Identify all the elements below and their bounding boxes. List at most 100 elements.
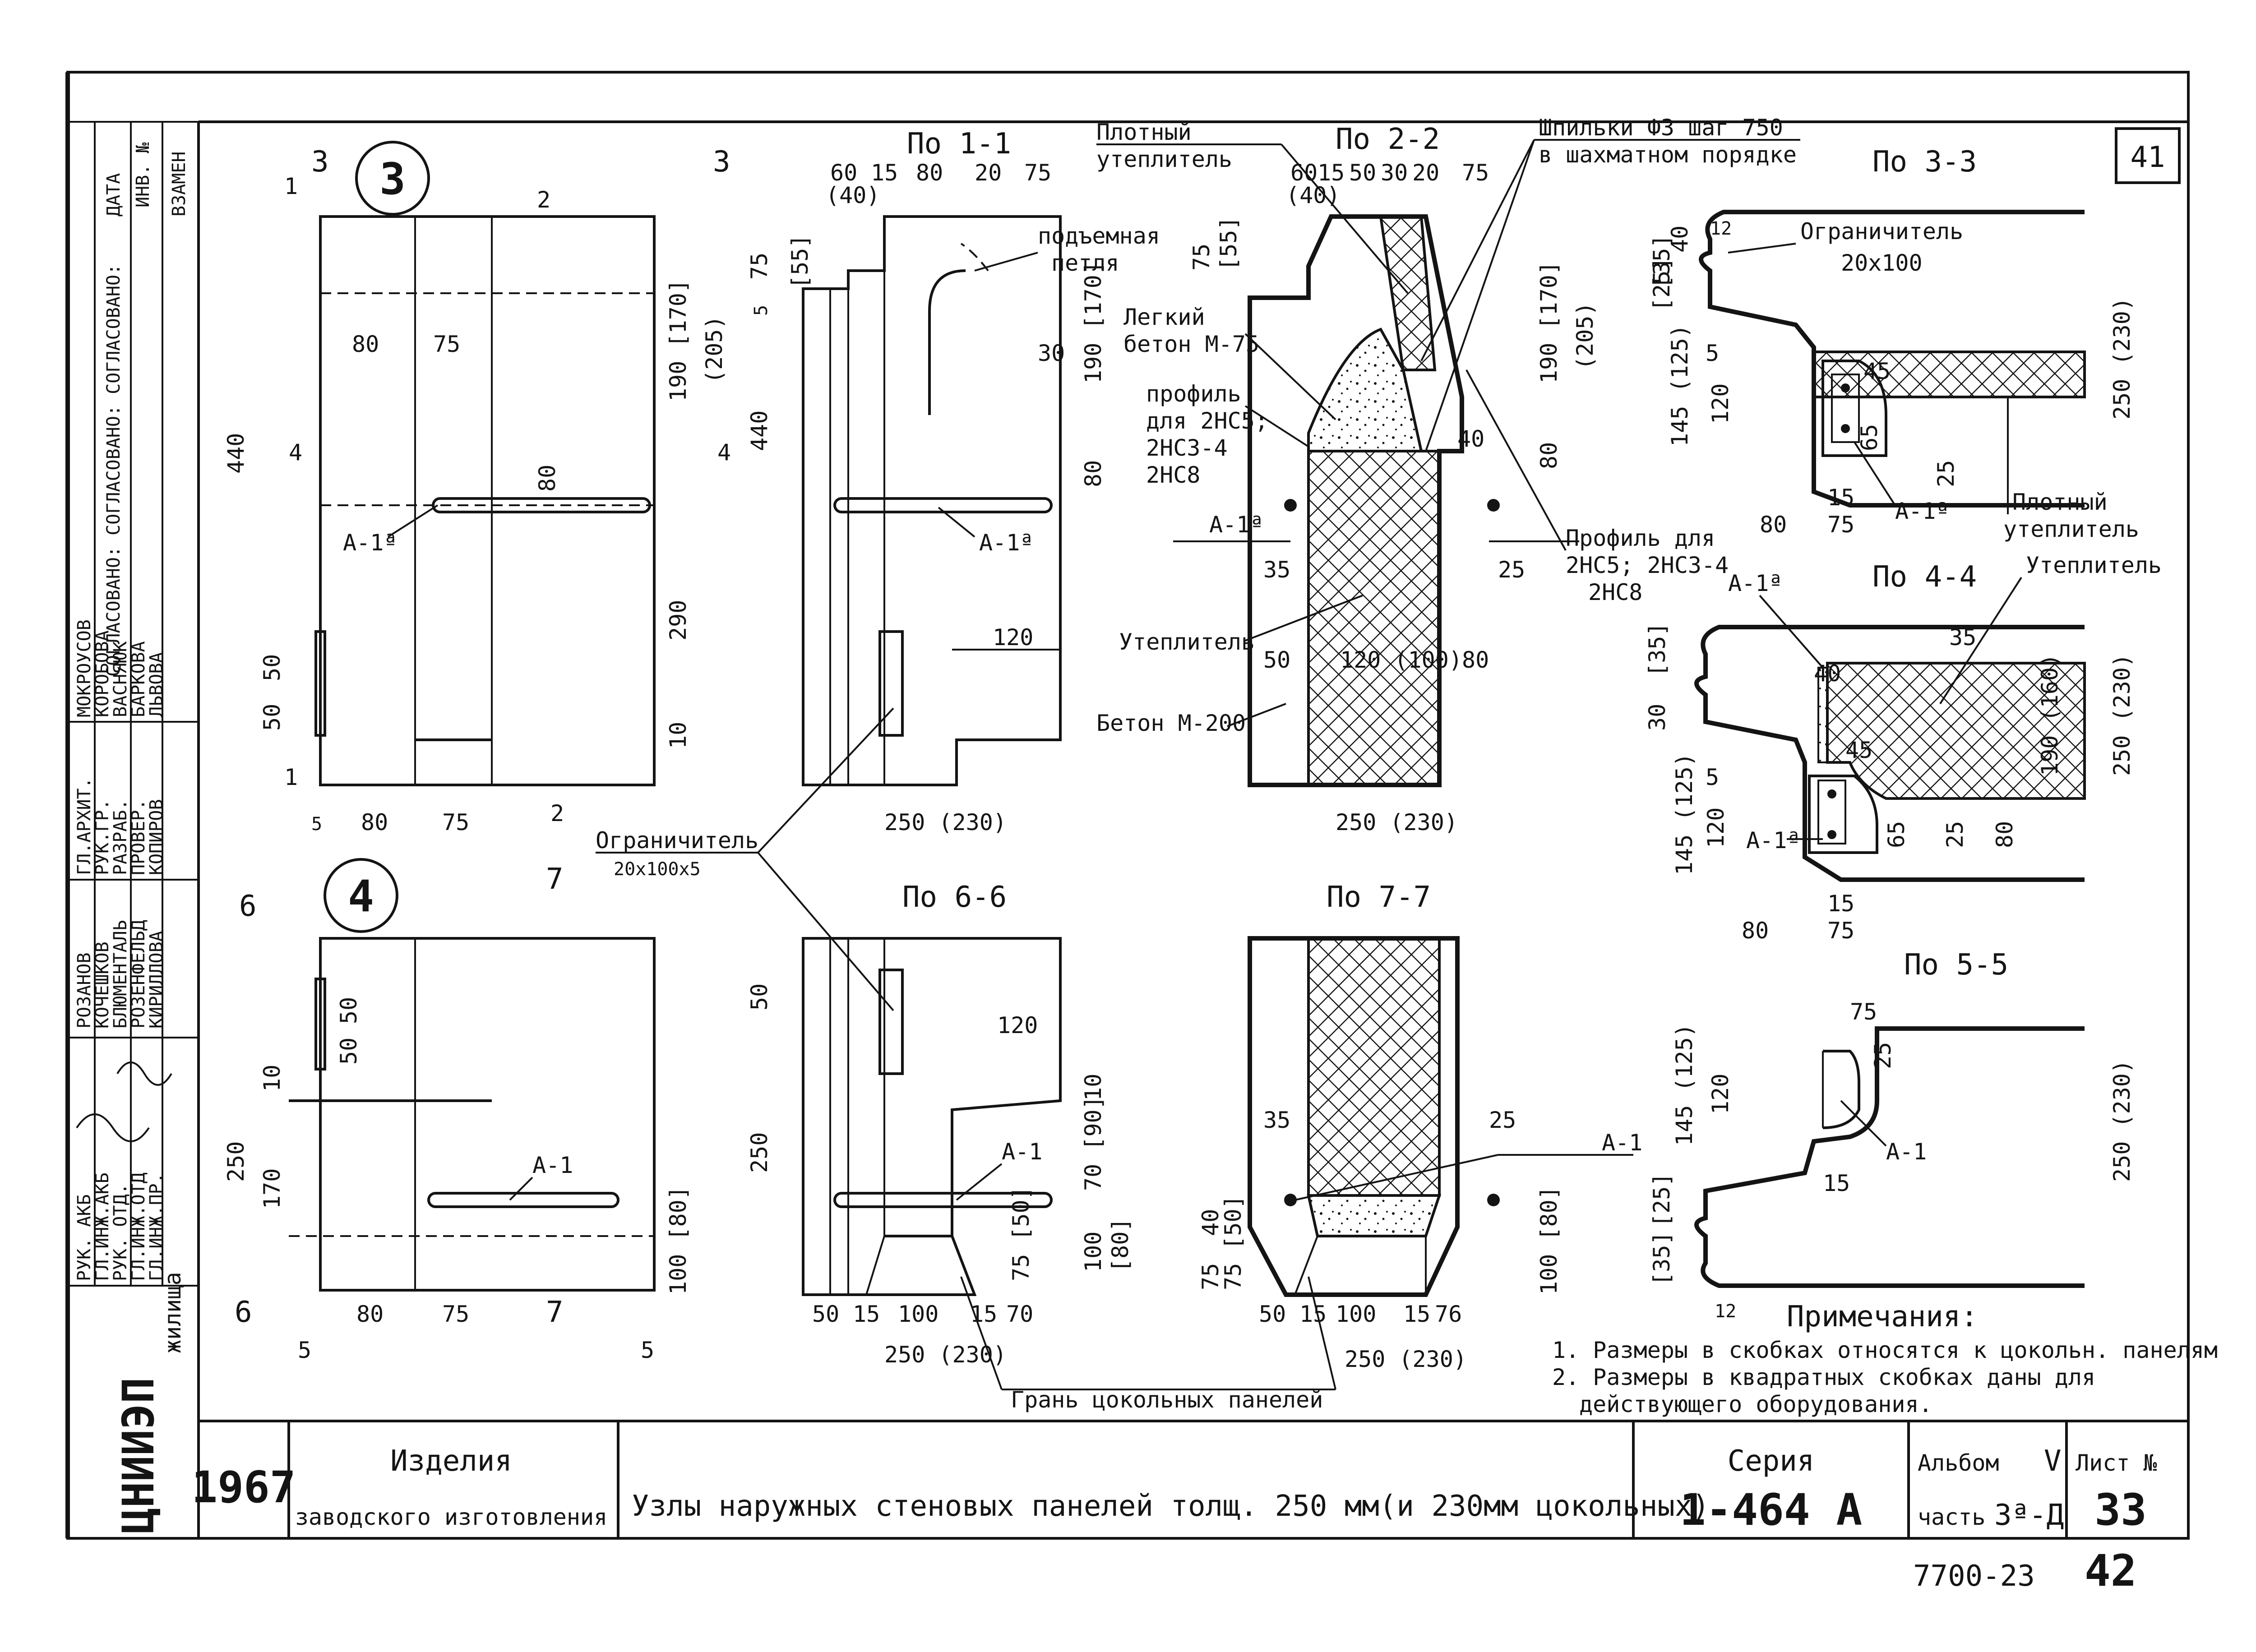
frame	[65, 71, 2190, 1540]
lifting-loop	[928, 269, 966, 415]
label-light-concrete: Легкий	[1123, 304, 1205, 330]
series-label: Серия	[1728, 1444, 1815, 1478]
cut-label: 5	[298, 1337, 311, 1363]
institute-suffix: жилища	[160, 1272, 186, 1353]
dim-75: 75	[442, 809, 469, 835]
label-a1: А-1	[1886, 1139, 1927, 1165]
dim-35: 35	[1263, 1107, 1290, 1133]
dim-40: 40	[1457, 426, 1484, 452]
section-1-1: По 1-1 60 15 80 20 75 (40) 75 [55] 5 440…	[746, 127, 1160, 835]
label-a1a: А-1ª	[1209, 512, 1263, 538]
stamp-name: БАРКОВА	[128, 641, 149, 717]
limiter-plate	[314, 978, 326, 1071]
dim-20: 20	[975, 160, 1002, 186]
dim-75: 75	[1197, 1263, 1224, 1290]
dim-80: 80	[916, 160, 943, 186]
cut-label: 6	[239, 890, 257, 923]
label-profile: 2НС3-4	[1146, 435, 1228, 461]
dim-75: 75	[1188, 244, 1215, 271]
products-line2: заводского изготовления	[295, 1504, 607, 1530]
anchor-a1	[833, 1192, 1053, 1208]
anchor-a1	[427, 1192, 619, 1208]
label-profile-b: Профиль для	[1566, 525, 1715, 551]
dim-80: 80	[534, 465, 560, 492]
dim-25: 25	[1870, 1042, 1896, 1069]
dim-55: [55]	[1216, 217, 1242, 271]
dim-30: 30	[1644, 704, 1670, 731]
cut-label: 3	[713, 145, 730, 179]
label-insulation: Утеплитель	[2026, 552, 2162, 578]
dim-120: 120	[993, 624, 1033, 651]
drawing-title: Узлы наружных стеновых панелей толщ. 250…	[632, 1490, 1710, 1523]
stamp-role: ГЛ.АРХИТ.	[74, 777, 95, 875]
dim-15: 15	[1318, 160, 1345, 186]
dim-35: 35	[1263, 557, 1290, 583]
dim-75: 75	[1850, 999, 1877, 1025]
anchor-a1a	[833, 497, 1053, 513]
cut-label: 6	[235, 1296, 252, 1329]
dim-15: 15	[1827, 891, 1854, 917]
section-title: По 3-3	[1872, 145, 1977, 179]
label-limiter: Ограничитель	[1800, 218, 1963, 245]
light-concrete	[1307, 1194, 1442, 1237]
corner-number: 42	[2085, 1546, 2137, 1596]
dim-40: 40	[1197, 1209, 1224, 1236]
archive-code: 7700-23	[1913, 1560, 2035, 1593]
label-lifting-loop: петля	[1051, 250, 1119, 276]
dim-290: 290	[665, 600, 691, 641]
dim-5: 5	[1706, 340, 1719, 366]
dim-250-230: 250 (230)	[2109, 1060, 2135, 1182]
dim-25: 25	[1933, 460, 1959, 487]
sheet-number-box: 41	[2115, 127, 2181, 184]
dim-25: 25	[1489, 1107, 1516, 1133]
stamp-replace: ВЗАМЕН	[169, 152, 190, 217]
note-1: 1. Размеры в скобках относятся к цокольн…	[1552, 1337, 2218, 1363]
label-profile-b: 2НС5; 2НС3-4	[1566, 552, 1729, 578]
section-6-6: По 6-6 50 250 120 10 70 [90] 100 [80] 75…	[746, 881, 1133, 1368]
label-a1: А-1	[532, 1152, 573, 1178]
dim-250-230: 250 (230)	[2109, 297, 2135, 420]
anchor-a1a	[1831, 374, 1860, 443]
cut-label: 7	[546, 863, 564, 896]
dim-5: 5	[751, 305, 772, 316]
dim-70: 70	[1006, 1301, 1033, 1327]
dim-50: 50	[1349, 160, 1376, 186]
dim-55: [55]	[787, 235, 813, 289]
stamp-role: ГЛ.ИНЖ.ОТД	[128, 1172, 149, 1281]
dim-75: 75	[433, 331, 460, 357]
dim-190: 190 [170]	[1080, 261, 1106, 383]
label-profile: 2НС8	[1146, 462, 1200, 488]
note-3: действующего оборудования.	[1579, 1391, 1932, 1417]
dim-15: 15	[1827, 485, 1854, 511]
insulation	[1826, 662, 2086, 800]
dim-80: 80	[361, 809, 388, 835]
limiter-plate	[878, 969, 904, 1075]
stamp-role: ГЛ.ИНЖ.ПР.	[146, 1172, 167, 1281]
dim-250: 250	[223, 1141, 249, 1182]
section-title: По 5-5	[1904, 948, 2008, 982]
signature-mark	[76, 1113, 150, 1142]
dim-75-50: 75 [50]	[1008, 1186, 1034, 1281]
dim-35: [35]	[1649, 235, 1675, 289]
section-7-7: По 7-7 35 25 40 75 75 [50] 100 [80] 50 1…	[1197, 881, 1642, 1372]
label-dense-insulation: Плотный	[2012, 489, 2108, 515]
dim-80: 80	[1992, 821, 2018, 848]
label-a1: А-1	[1602, 1130, 1642, 1156]
dim-76: 76	[1435, 1301, 1462, 1327]
label-a1a: А-1ª	[979, 530, 1033, 556]
stamp-role: ПРОВЕР.	[128, 799, 149, 875]
anchor-a1a	[432, 497, 651, 513]
stamp-inv: ИНВ. №	[133, 143, 153, 208]
section-2-2: По 2-2 60 (40) 15 50 30 20 75 75 [55] 19…	[1096, 115, 1800, 835]
dim-50: 50	[1263, 647, 1290, 673]
dim-120: 120	[1703, 808, 1729, 848]
stamp-date: ДАТА	[103, 173, 124, 217]
node-4-elevation: 4 6 7 6 7 5 5 80 75 250 170 10 50 50 100…	[223, 858, 691, 1363]
dim-75: 75	[1024, 160, 1051, 186]
dim-145: 145 (125)	[1671, 753, 1697, 875]
dim-250-230: 250 (230)	[1336, 809, 1458, 835]
label-profile-b: 2НС8	[1588, 579, 1642, 605]
dim-45: 45	[1863, 358, 1891, 384]
dim-50: 50	[812, 1301, 839, 1327]
stamp-name: РОЗЕНФЕЛЬД	[128, 920, 149, 1029]
